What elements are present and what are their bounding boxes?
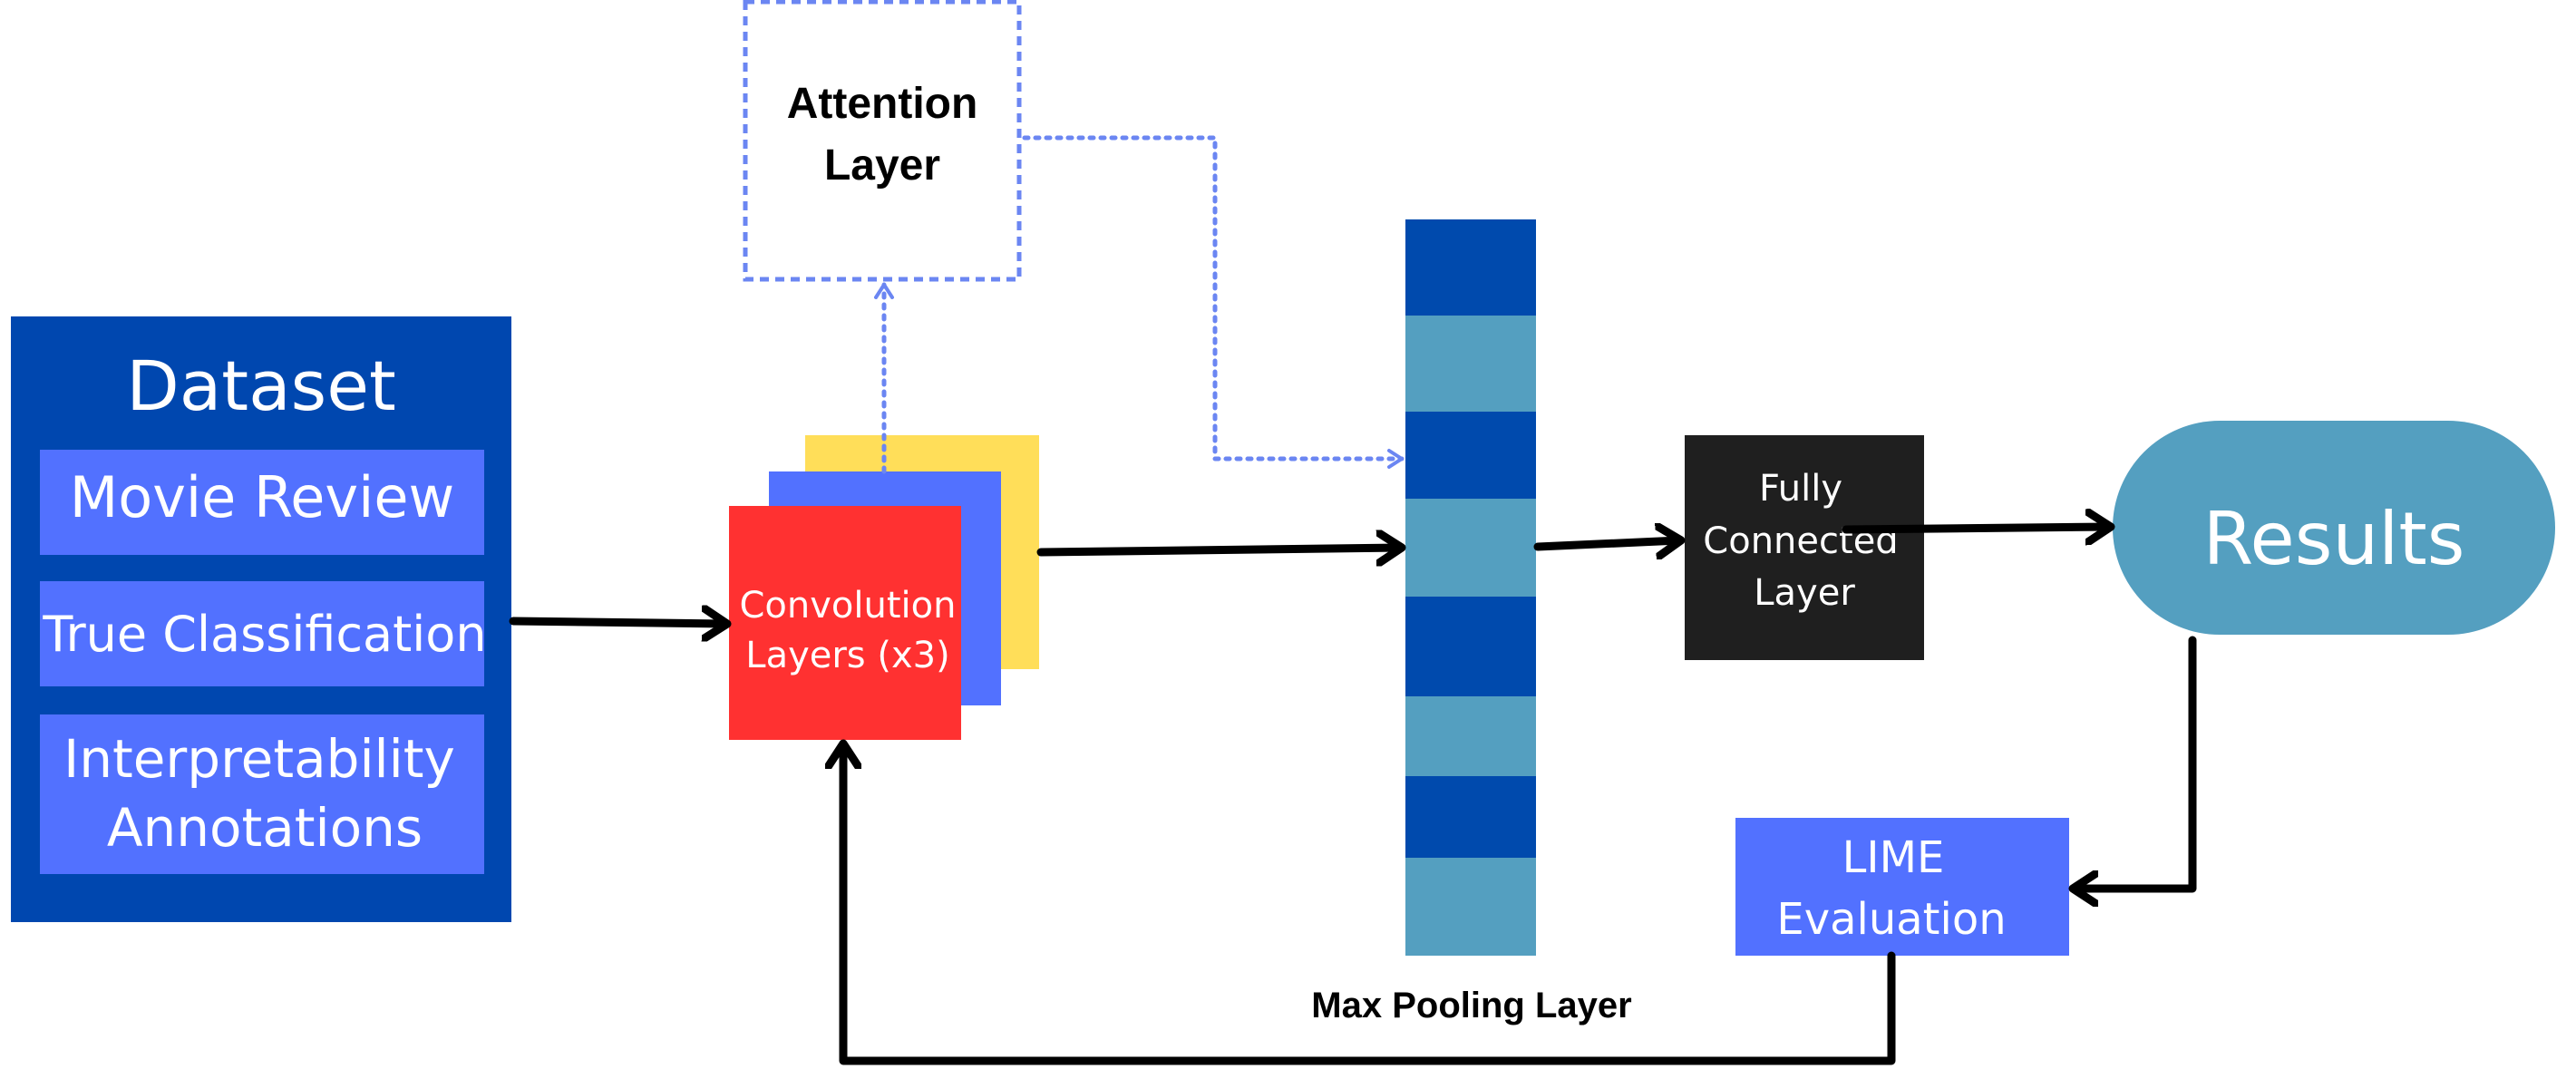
conv-layer-red [729,506,961,740]
pool-segment [1405,597,1536,696]
pool-segment [1405,412,1536,499]
fc-label-line3: Layer [1754,572,1855,614]
max-pooling-label: Max Pooling Layer [1311,986,1631,1025]
conv-label-line2: Layers (x3) [745,635,949,676]
pool-segment [1405,316,1536,412]
fc-label-line1: Fully [1759,468,1842,510]
pool-segment [1405,499,1536,597]
arrow-conv-to-pool [1036,548,1400,552]
arrow-fc-to-results [1842,527,2109,530]
max-pooling-layer: Max Pooling Layer [1311,219,1632,1025]
lime-label-line2: Evaluation [1776,894,2006,945]
attention-label-line2: Layer [824,141,940,190]
dataset-item-label: Interpretability [63,728,455,790]
dataset-item-label: Annotations [107,797,423,859]
dotted-connectors [874,135,1405,474]
arrow-results-to-lime [2075,636,2197,889]
attention-box [743,0,1022,282]
lime-box [1735,818,2069,956]
dataset-item-label: True Classification [42,606,486,663]
arrow-lime-to-conv [843,745,1896,1065]
dataset-item-label: Movie Review [70,464,454,530]
pool-segment [1405,219,1536,316]
pool-segment [1405,858,1536,956]
arrow-pool-to-fc [1533,540,1679,547]
dataset-item-movie-review: Movie Review [40,450,484,555]
dataset-item-box [40,714,484,874]
dataset-item-interpretability-annotations: Interpretability Annotations [40,714,484,874]
fully-connected-layer: Fully Connected Layer [1685,435,1924,660]
dataset-item-box [40,581,484,686]
fc-box [1685,435,1924,660]
conv-label-line1: Convolution [740,585,957,627]
dataset-block: Dataset Movie Review True Classification… [11,316,511,922]
connectors [509,527,2197,1065]
pool-segment [1405,696,1536,776]
pool-segment [1405,776,1536,858]
results-label: Results [2203,497,2465,581]
lime-label-line1: LIME [1842,832,1945,883]
lime-evaluation: LIME Evaluation [1735,818,2069,956]
dotted-arrow-attention-to-pool [1022,135,1405,469]
results-node: Results [2113,421,2555,635]
convolution-layers: Convolution Layers (x3) [729,435,1039,740]
attention-layer: Attention Layer [743,0,1022,282]
results-pill [2113,421,2555,635]
arrow-dataset-to-conv [509,621,725,624]
attention-label-line1: Attention [787,80,978,128]
dataset-item-true-classification: True Classification [40,581,487,686]
dataset-item-box [40,450,484,555]
dataset-title: Dataset [126,345,396,426]
